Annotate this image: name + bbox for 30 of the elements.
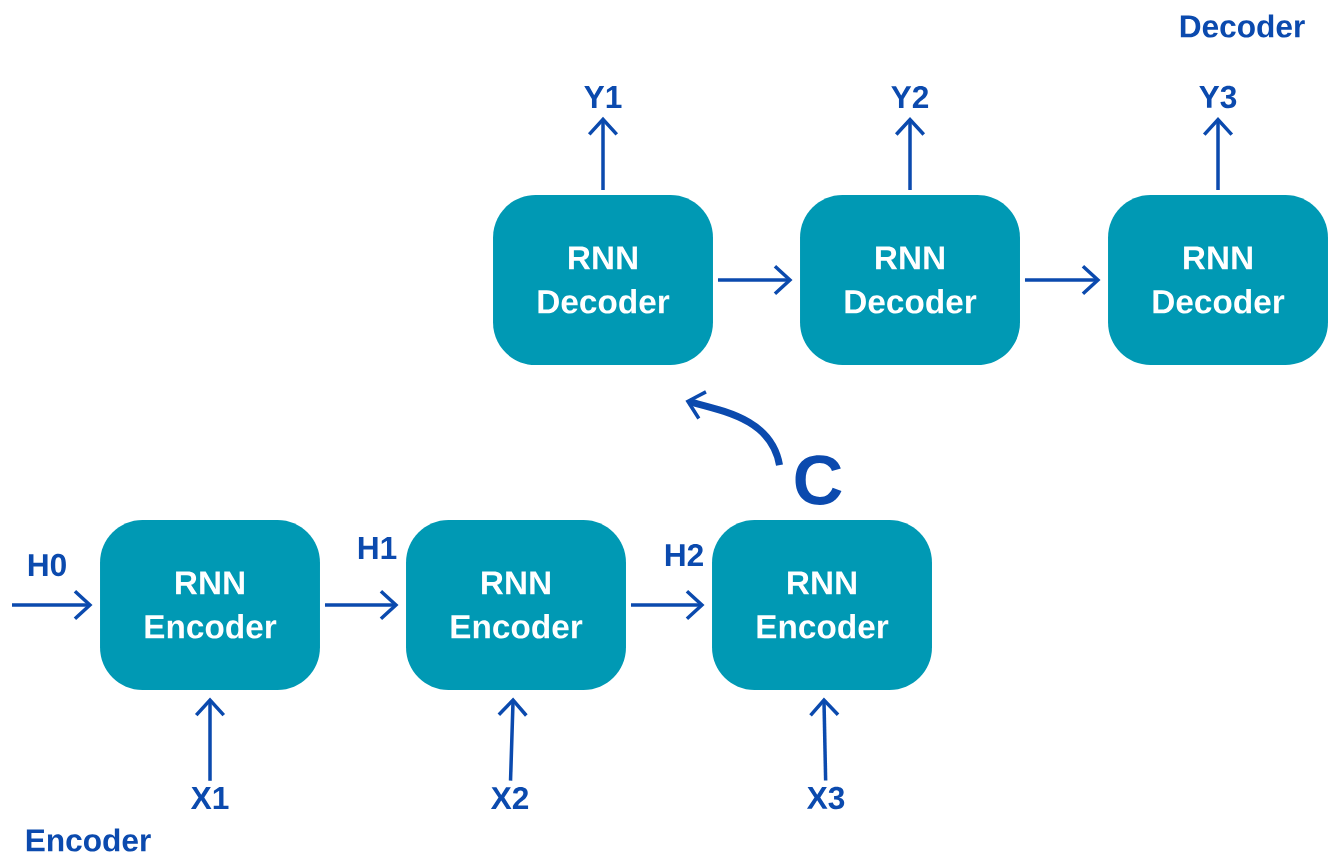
node-label: X1 (190, 787, 229, 809)
arrow (718, 264, 793, 296)
arrow (685, 390, 783, 466)
section-label: Decoder (1180, 14, 1305, 38)
node-label: Y2 (891, 85, 929, 109)
arrow (809, 697, 840, 781)
section-label: Encoder (26, 828, 151, 852)
edge-label: H1 (355, 535, 399, 561)
arrow (12, 589, 93, 621)
edge-label: H0 (25, 552, 69, 578)
arrow (497, 697, 528, 781)
node-label: X2 (490, 786, 529, 810)
decoder-box: RNN Decoder (493, 195, 713, 365)
edge-label: H2 (662, 542, 706, 568)
encoder-box: RNN Encoder (406, 520, 626, 690)
node-label: Y1 (584, 86, 622, 108)
arrow (587, 116, 619, 191)
decoder-box: RNN Decoder (1108, 195, 1328, 365)
arrow (194, 697, 226, 781)
encoder-box: RNN Encoder (100, 520, 320, 690)
edge-label: C (790, 453, 846, 507)
encoder-box: RNN Encoder (712, 520, 932, 690)
arrow (1202, 117, 1234, 191)
arrow (325, 589, 399, 621)
arrow (894, 116, 926, 191)
node-label: Y3 (1199, 85, 1237, 109)
arrow (1025, 264, 1101, 296)
arrow (631, 589, 705, 621)
decoder-box: RNN Decoder (800, 195, 1020, 365)
node-label: X3 (806, 786, 845, 810)
